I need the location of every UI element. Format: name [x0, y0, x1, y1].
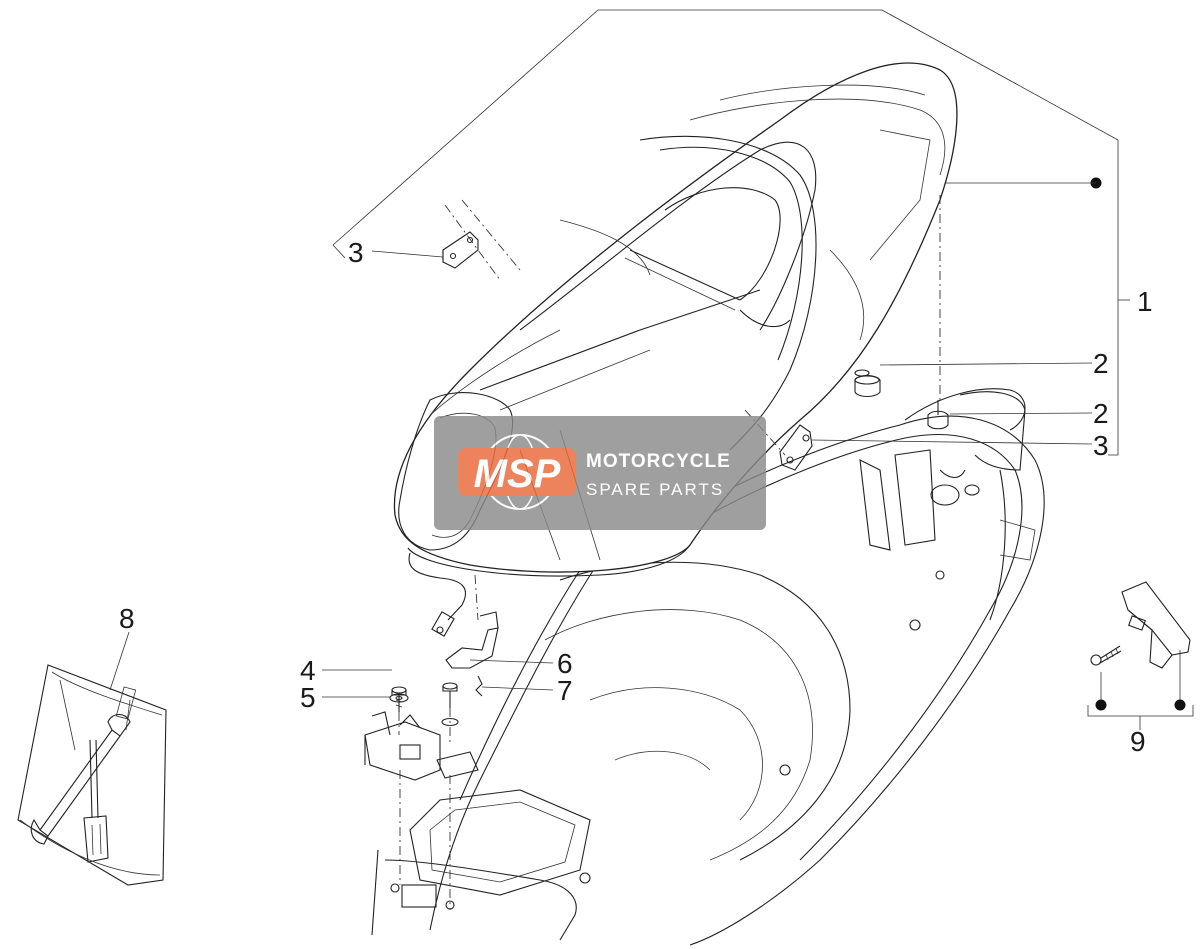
screw-4b	[441, 682, 459, 745]
watermark-subtitle: SPARE PARTS	[586, 480, 724, 499]
callout-1: 1	[1137, 286, 1153, 317]
callout-9: 9	[1130, 726, 1146, 757]
callout-2-upper: 2	[1093, 348, 1109, 379]
callout-4: 4	[300, 655, 316, 686]
seat-latch-left	[442, 199, 521, 281]
tool-kit-bag	[17, 664, 167, 886]
seat-latch-right	[744, 409, 813, 471]
callouts: 1 2 2 3 3 4 5 6 7 8 9	[119, 237, 1153, 757]
callout-8: 8	[119, 603, 135, 634]
spring-7	[475, 675, 483, 697]
callout-3-left: 3	[348, 237, 364, 268]
callout-6: 6	[557, 648, 573, 679]
watermark-logo: MSP	[474, 452, 561, 496]
watermark-title: MOTORCYCLE	[586, 451, 731, 472]
rubber-bumper-upper	[854, 369, 881, 398]
assembly-bracket	[332, 9, 1130, 456]
watermark: MSP MOTORCYCLE SPARE PARTS	[434, 416, 766, 530]
rubber-bumper-lower	[927, 195, 949, 430]
seat	[393, 62, 958, 637]
seat-hinge	[364, 711, 479, 910]
leader-lines	[109, 250, 1093, 698]
washer-5	[389, 693, 409, 703]
latch-kit	[1087, 581, 1194, 730]
watermark-panel	[434, 416, 766, 530]
callout-5: 5	[300, 682, 316, 713]
logo-badge	[458, 448, 576, 496]
callout-2-lower: 2	[1093, 398, 1109, 429]
bracket-6	[445, 574, 499, 669]
scooter-rear-body	[371, 388, 1045, 946]
callout-7: 7	[557, 675, 573, 706]
callout-3-right: 3	[1093, 430, 1109, 461]
